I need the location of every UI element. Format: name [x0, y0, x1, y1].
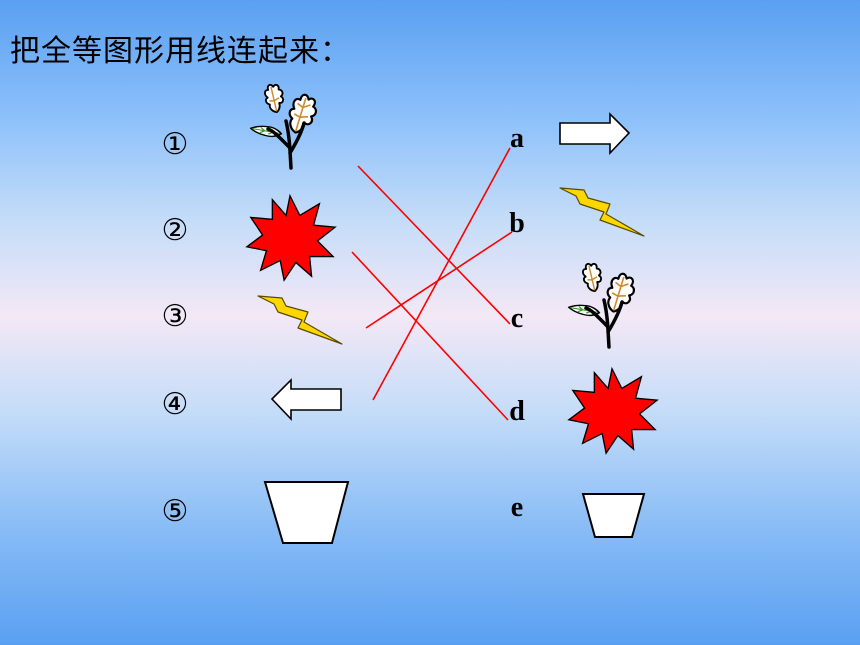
number-5: ⑤: [161, 494, 189, 529]
letter-b: b: [509, 208, 525, 239]
letter-e: e: [510, 492, 524, 523]
trapezoid-icon-e: [581, 493, 646, 538]
letter-d: d: [509, 396, 525, 427]
arrow-right-icon-a: [559, 112, 631, 156]
letter-c: c: [510, 303, 524, 334]
lightning-icon-b: [559, 187, 645, 237]
number-2: ②: [161, 213, 189, 248]
connection-lines: [351, 147, 513, 421]
number-1: ①: [161, 127, 189, 162]
connection-line-1-c[interactable]: [357, 165, 511, 325]
connection-line-2-d[interactable]: [351, 251, 509, 421]
connection-line-4-a[interactable]: [372, 147, 511, 401]
number-4: ④: [161, 387, 189, 422]
starburst-icon-2: [246, 195, 336, 281]
number-3: ③: [161, 299, 189, 334]
trapezoid-icon-5: [263, 481, 350, 544]
letter-a: a: [510, 123, 524, 154]
leaf-spray-icon-c: [566, 259, 639, 349]
arrow-left-icon-4: [270, 378, 342, 422]
page-title: 把全等图形用线连起来：: [10, 34, 351, 69]
leaf-spray-icon-1: [248, 80, 321, 170]
lightning-icon-3: [257, 295, 343, 345]
starburst-icon-d: [568, 368, 658, 454]
